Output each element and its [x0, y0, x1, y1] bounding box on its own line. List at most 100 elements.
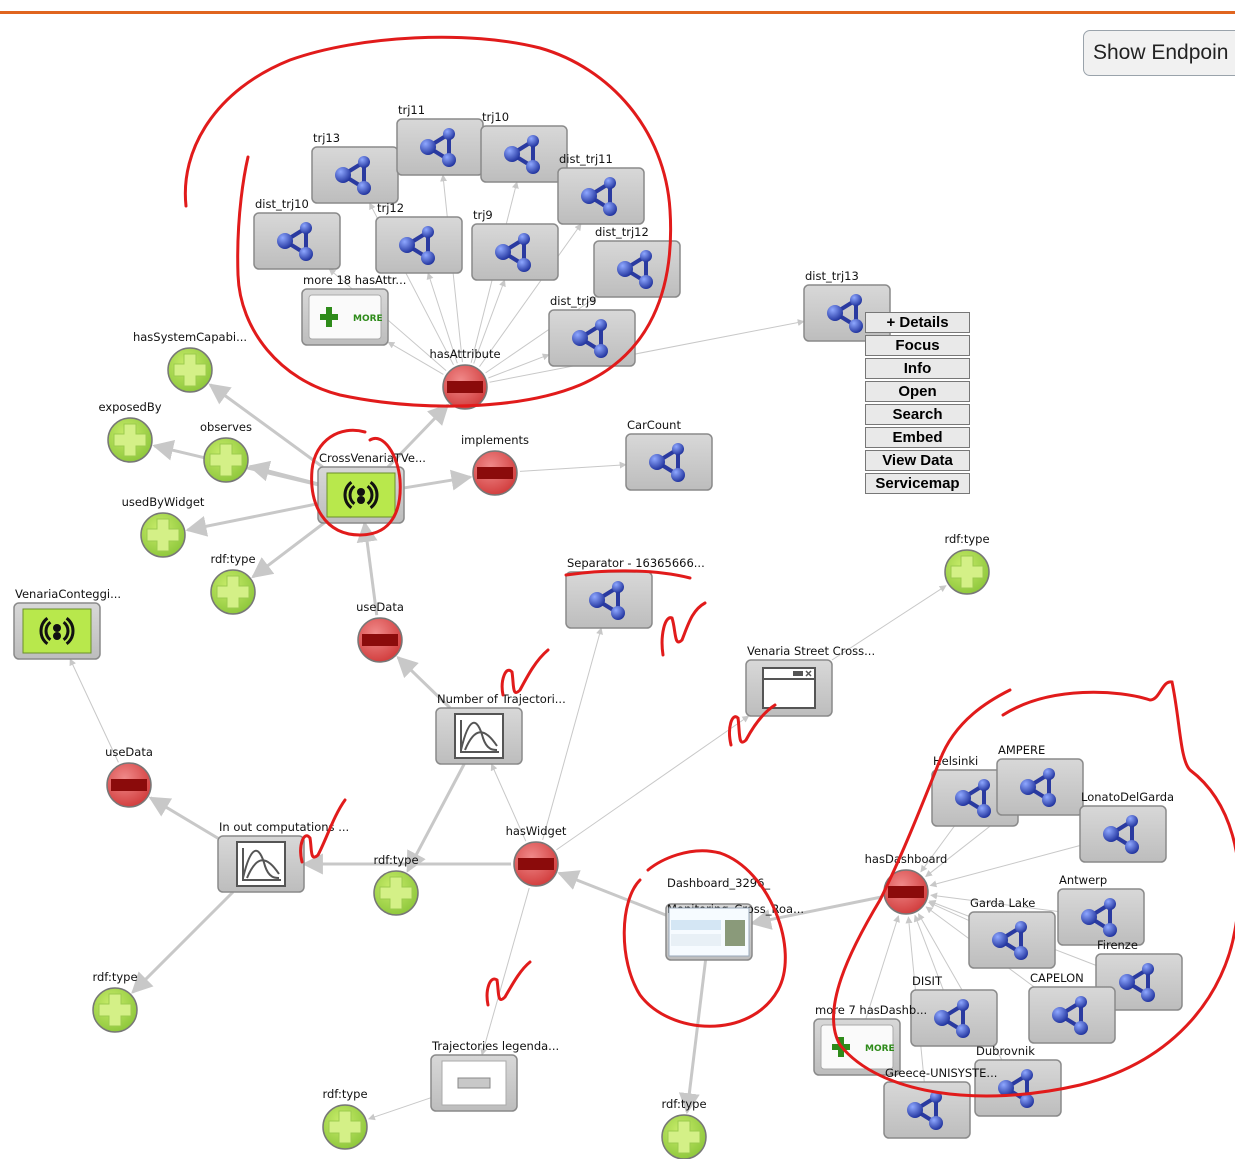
rdftype5-node[interactable]: rdf:type: [322, 1087, 368, 1150]
node-label: useData: [105, 745, 153, 759]
more-badge-text: MORE: [353, 314, 383, 324]
rdftype3-node[interactable]: rdf:type: [373, 853, 419, 916]
annotation-circle-dashboards: [832, 680, 1235, 1098]
graph-edge: [678, 959, 708, 1115]
numbertraj-node[interactable]: Number of Trajectori...: [435, 692, 566, 765]
garda-node[interactable]: Garda Lake: [968, 896, 1056, 969]
node-label: dist_trj13: [805, 269, 859, 283]
usedata1-node[interactable]: useData: [356, 600, 404, 663]
graph-edge: [490, 763, 527, 842]
antwerp-node[interactable]: Antwerp: [1057, 873, 1145, 946]
separator-icon: [441, 1060, 507, 1106]
graph-edge: [479, 223, 582, 367]
haswidget-node[interactable]: hasWidget: [506, 824, 567, 887]
cross-node[interactable]: CrossVenariaTVe...: [317, 451, 426, 524]
node-label: rdf:type: [661, 1097, 706, 1111]
dist-trj9-node[interactable]: dist_trj9: [548, 294, 636, 367]
menu-item-info[interactable]: Info: [865, 358, 970, 379]
hasdashboard-node[interactable]: hasDashboard: [865, 852, 948, 915]
hasattribute-node[interactable]: hasAttribute: [429, 347, 501, 410]
ampere-node[interactable]: AMPERE: [996, 743, 1084, 816]
dashboard-node[interactable]: Dashboard_3296_Monitoring_Cross_Roa...: [665, 876, 804, 961]
dubrovnik-node[interactable]: Dubrovnik: [974, 1044, 1062, 1117]
trj9-node[interactable]: trj9: [471, 208, 559, 281]
carcount-node[interactable]: CarCount: [625, 418, 713, 491]
menu-item-open[interactable]: Open: [865, 381, 970, 402]
show-endpoints-button[interactable]: Show Endpoin: [1083, 30, 1235, 76]
venariastreet-node[interactable]: Venaria Street Cross...: [745, 644, 875, 717]
minus-icon: [362, 634, 398, 646]
rdftype4-node[interactable]: rdf:type: [92, 970, 138, 1033]
rdftype6-node[interactable]: rdf:type: [661, 1097, 707, 1159]
graph-icon: [1119, 963, 1155, 1002]
graph-icon: [572, 319, 608, 358]
firenze-node[interactable]: Firenze: [1095, 938, 1183, 1011]
hassystemcapab-node[interactable]: hasSystemCapabi...: [133, 330, 247, 393]
plus-icon: [328, 1110, 362, 1144]
node-label: trj11: [398, 103, 425, 117]
rdftype1-node[interactable]: rdf:type: [210, 552, 256, 615]
graph-edge: [69, 658, 119, 763]
graph-edge: [749, 895, 882, 930]
dist-trj12-node[interactable]: dist_trj12: [593, 225, 681, 298]
dist-trj11-node[interactable]: dist_trj11: [557, 152, 645, 225]
separator-node[interactable]: Separator - 16365666...: [565, 556, 705, 629]
exposedby-node[interactable]: exposedBy: [98, 400, 162, 463]
trj13-node[interactable]: trj13: [311, 131, 399, 204]
node-label: rdf:type: [322, 1087, 367, 1101]
graph-icon: [827, 294, 863, 333]
dist-trj10-node[interactable]: dist_trj10: [253, 197, 341, 270]
graph-icon: [955, 779, 991, 818]
node-label: trj9: [473, 208, 493, 222]
node-label: rdf:type: [944, 532, 989, 546]
node-label: trj12: [377, 201, 404, 215]
usedata2-node[interactable]: useData: [105, 745, 153, 808]
menu-item-search[interactable]: Search: [865, 404, 970, 425]
graph-edge: [913, 914, 944, 991]
lonato-node[interactable]: LonatoDelGarda: [1079, 790, 1174, 863]
top-accent-bar: [0, 0, 1235, 14]
graph-edge: [488, 353, 550, 379]
trajlegend-node[interactable]: Trajectories legenda...: [430, 1039, 559, 1112]
plus-icon: [209, 443, 243, 477]
plus-icon: [146, 518, 180, 552]
node-label: hasDashboard: [865, 852, 948, 866]
more-badge-text: MORE: [865, 1044, 895, 1054]
trj12-node[interactable]: trj12: [375, 201, 463, 274]
trj10-node[interactable]: trj10: [480, 110, 568, 183]
graph-icon: [504, 135, 540, 174]
graph-edge: [930, 892, 1059, 912]
menu-item-focus[interactable]: Focus: [865, 335, 970, 356]
graph-edge: [556, 715, 750, 851]
annotation-mark-inout: [299, 798, 347, 864]
inout-node[interactable]: In out computations ...: [217, 820, 349, 893]
node-label: Antwerp: [1059, 873, 1107, 887]
trj11-node[interactable]: trj11: [396, 103, 484, 176]
menu-item-embed[interactable]: Embed: [865, 427, 970, 448]
usedbywidget-node[interactable]: usedByWidget: [122, 495, 205, 558]
rdftype2-node[interactable]: rdf:type: [944, 532, 990, 595]
more7-node[interactable]: more 7 hasDashb... MORE: [813, 1003, 927, 1076]
implements-node[interactable]: implements: [461, 433, 529, 496]
more18-node[interactable]: more 18 hasAttr...MORE: [301, 273, 406, 346]
node-label: useData: [356, 600, 404, 614]
graph-icon: [420, 128, 456, 167]
menu-item-servicemap[interactable]: Servicemap: [865, 473, 970, 494]
disit-node[interactable]: DISIT: [910, 974, 998, 1047]
hand-drawn-annotations: [183, 35, 1235, 1098]
node-label: Number of Trajectori...: [437, 692, 566, 706]
node-label: more 7 hasDashb...: [815, 1003, 927, 1017]
graph-edge: [426, 272, 458, 364]
plus-icon: [98, 993, 132, 1027]
window-icon: [762, 667, 816, 709]
graph-edge: [367, 1097, 432, 1121]
observes-node[interactable]: observes: [200, 420, 252, 483]
capelon-node[interactable]: CAPELON: [1028, 971, 1116, 1044]
greece-node[interactable]: Greece-UNISYSTE...: [883, 1066, 997, 1139]
menu-item-details[interactable]: + Details: [865, 312, 970, 333]
sensor-icon: [326, 472, 396, 518]
menu-item-view-data[interactable]: View Data: [865, 450, 970, 471]
venariacont-node[interactable]: VenariaConteggi...: [13, 587, 121, 660]
graph-edge: [131, 890, 235, 994]
